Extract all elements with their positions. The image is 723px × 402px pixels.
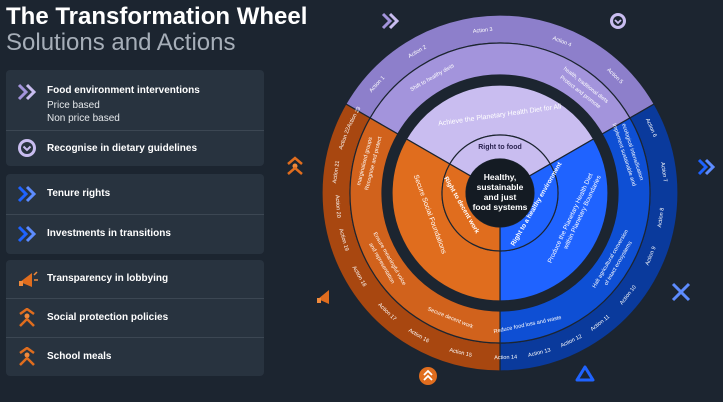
action-label: Action 14 — [494, 355, 517, 362]
legend-sublabel: Non price based — [47, 113, 120, 124]
double-chevron-icon — [381, 12, 400, 30]
badge-part — [423, 369, 433, 381]
legend-label: Social protection policies — [47, 312, 169, 323]
legend-item-investments[interactable]: Investments in transitions — [6, 215, 264, 254]
action-label: Action 7 — [659, 162, 668, 183]
center-label: food systems — [473, 202, 528, 212]
chevron-part — [388, 12, 400, 30]
legend-item-school-meals[interactable]: School meals — [6, 338, 264, 376]
legend-panel-diets: Food environment interventions Price bas… — [6, 70, 264, 166]
legend-sublabel: Price based — [47, 100, 100, 111]
action-label: Action 3 — [473, 27, 493, 35]
legend-label: School meals — [47, 351, 112, 362]
megaphone-part — [318, 290, 329, 304]
action-label: Action 20 — [334, 195, 342, 218]
shield-person-icon — [287, 156, 303, 175]
shield-part — [292, 163, 298, 169]
legend-item-tenure-rights[interactable]: Tenure rights — [6, 174, 264, 214]
action-label: Action 15 — [449, 347, 473, 358]
circle-chevron-part — [614, 19, 622, 25]
page-title: The Transformation Wheel — [6, 3, 308, 30]
legend-item-transparency[interactable]: Transparency in lobbying — [6, 260, 264, 298]
divider — [6, 337, 264, 338]
legend-item-food-environment[interactable]: Food environment interventions Price bas… — [6, 70, 264, 130]
legend-label: Investments in transitions — [47, 228, 171, 239]
legend-panel-boundaries: Tenure rights Investments in transitions — [6, 174, 264, 254]
action-label: Action 8 — [657, 207, 666, 228]
legend-label: Recognise in dietary guidelines — [47, 143, 198, 154]
recycle-triangle-icon — [575, 365, 595, 382]
shield-person-icon — [19, 308, 35, 327]
center-label: Healthy, — [484, 172, 516, 182]
action-label: Action 21 — [332, 160, 341, 184]
chevron-part — [704, 158, 716, 176]
legend-panel-social: Transparency in lobbying Social protecti… — [6, 260, 264, 376]
legend-label: Transparency in lobbying — [47, 273, 169, 284]
circle-chevron-icon — [18, 139, 36, 157]
center-label: and just — [484, 192, 517, 202]
circle-chevron-icon — [610, 13, 626, 29]
legend-item-social-protection[interactable]: Social protection policies — [6, 299, 264, 337]
circle-chevron-part — [613, 16, 623, 26]
legend-label: Food environment interventions — [47, 85, 200, 96]
chevron-part — [381, 12, 393, 30]
action-label: Action 13 — [528, 347, 552, 358]
double-chevron-blue-icon — [697, 158, 716, 176]
chevron-part — [697, 158, 709, 176]
megaphone-part — [317, 298, 321, 303]
double-chevron-blue-icon — [17, 225, 37, 243]
double-chevron-blue-icon — [17, 185, 37, 203]
shield-person-icon — [19, 347, 35, 366]
badge-icon — [419, 367, 437, 385]
legend-label: Tenure rights — [47, 188, 111, 199]
center-circle — [466, 159, 534, 227]
legend-item-dietary-guidelines[interactable]: Recognise in dietary guidelines — [6, 131, 264, 166]
megaphone-icon — [317, 290, 329, 304]
megaphone-icon — [19, 271, 38, 287]
triangle-part — [575, 365, 595, 382]
divider — [6, 298, 264, 299]
right-to-food-label: Right to food — [478, 144, 522, 151]
double-chevron-icon — [17, 83, 37, 101]
page-subtitle: Solutions and Actions — [6, 29, 236, 56]
shield-part — [287, 156, 303, 165]
divider — [6, 130, 264, 131]
shield-part — [287, 166, 303, 175]
bowtie-icon — [671, 282, 691, 302]
bowtie-part — [671, 282, 691, 302]
center-label: sustainable — [477, 182, 524, 192]
divider — [6, 214, 264, 215]
